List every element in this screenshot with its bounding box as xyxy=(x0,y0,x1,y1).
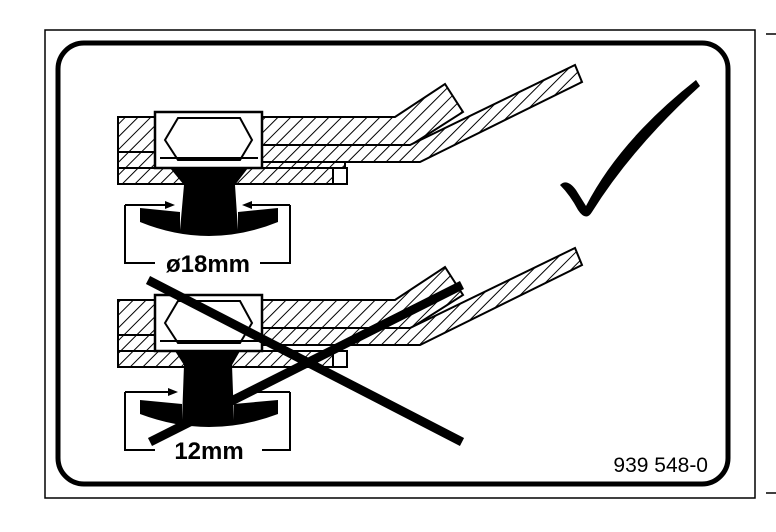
checkmark-icon xyxy=(560,80,700,217)
upper-bar-wrong xyxy=(117,299,156,336)
washer-wrong xyxy=(140,400,278,427)
cross-out-icon xyxy=(145,276,465,447)
inner-border xyxy=(55,40,731,487)
correct-assembly: ø18mm xyxy=(117,63,584,278)
bolt-correct xyxy=(170,168,248,230)
part-number: 939 548-0 xyxy=(613,454,708,477)
correct-diameter-label: ø18mm xyxy=(166,251,250,278)
incorrect-assembly: 12mm xyxy=(117,246,584,465)
wrong-diameter-label: 12mm xyxy=(174,438,243,465)
upper-bar-correct xyxy=(117,116,156,153)
washer-correct xyxy=(140,208,278,236)
outer-frame xyxy=(44,29,756,499)
